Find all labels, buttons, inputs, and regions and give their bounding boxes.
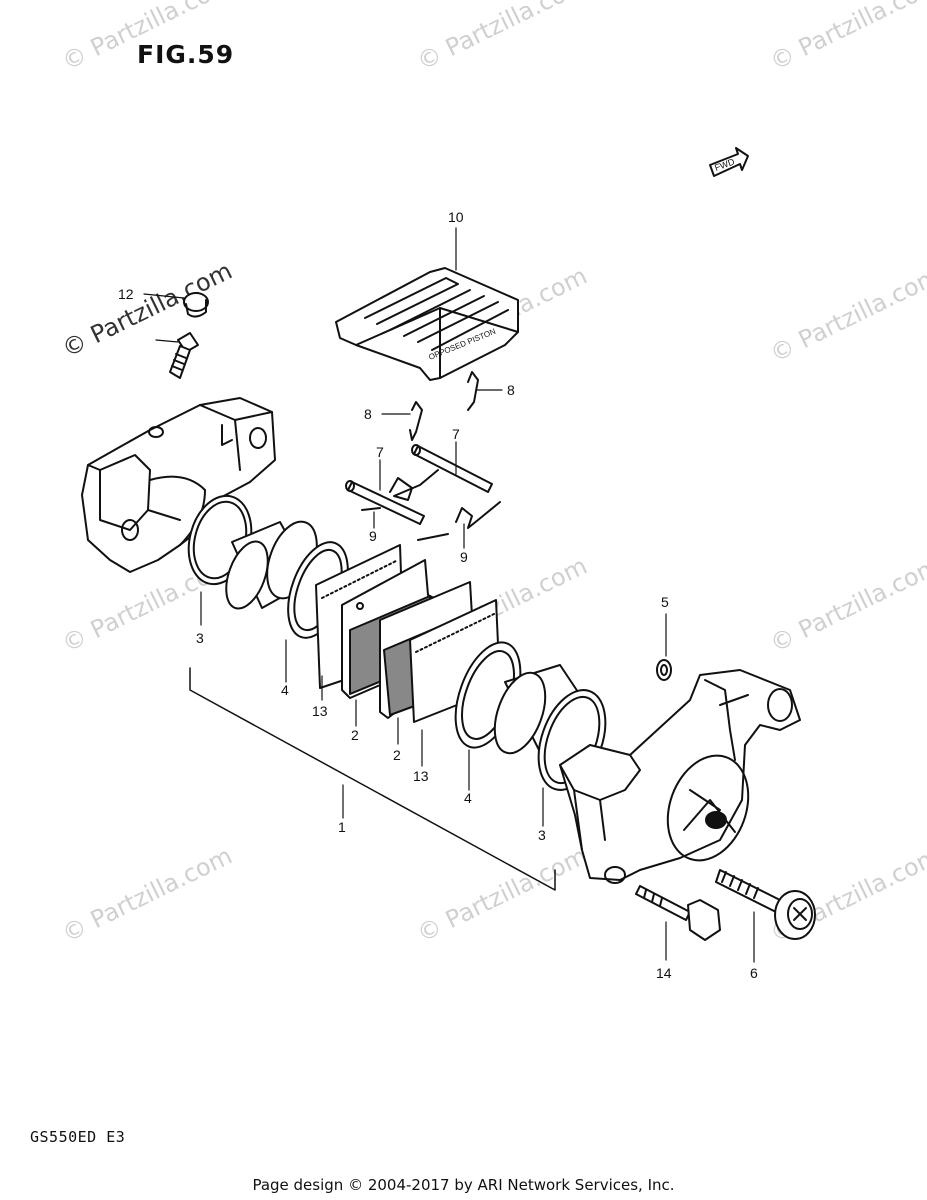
callout-2-left: 2 <box>351 727 359 743</box>
callout-1: 1 <box>338 819 346 835</box>
page-footer: Page design © 2004-2017 by ARI Network S… <box>252 1176 675 1194</box>
callout-9-left: 9 <box>369 528 377 544</box>
piston-part-4-right <box>454 641 599 755</box>
callout-3-left: 3 <box>196 630 204 646</box>
callout-13-left: 13 <box>312 703 328 719</box>
caliper-left-half <box>81 397 276 573</box>
callout-6: 6 <box>750 965 758 981</box>
caliper-right-half <box>559 669 801 884</box>
callout-7-right: 7 <box>452 426 460 442</box>
figure-title: FIG.59 <box>137 40 235 69</box>
model-code: GS550ED E3 <box>30 1128 126 1146</box>
callout-7-left: 7 <box>376 444 384 460</box>
bolt-part-6 <box>715 869 816 940</box>
callout-10: 10 <box>448 209 464 225</box>
callout-8-right: 8 <box>507 382 515 398</box>
callout-8-left: 8 <box>364 406 372 422</box>
callout-12: 12 <box>118 286 134 302</box>
clip-part-8-left <box>409 401 423 441</box>
callout-2-right: 2 <box>393 747 401 763</box>
callout-3-right: 3 <box>538 827 546 843</box>
callout-9-right: 9 <box>460 549 468 565</box>
pad-spring-part-9-right <box>417 501 501 541</box>
clip-part-8-right <box>467 371 479 411</box>
fwd-arrow-icon: FWD <box>709 147 749 177</box>
bolt-part-14 <box>635 885 721 941</box>
callout-4-left: 4 <box>281 682 289 698</box>
callout-4-right: 4 <box>464 790 472 806</box>
callout-5: 5 <box>661 594 669 610</box>
pad-pin-part-7-lower <box>345 480 425 525</box>
callout-14: 14 <box>656 965 672 981</box>
pad-spring-part-10: OPPOSED PISTON <box>335 267 519 381</box>
washer-part-5 <box>656 659 672 681</box>
assembly-bracket-part-1 <box>189 667 556 891</box>
pad-spring-part-9-left <box>361 469 439 511</box>
bleeder-valve-part-12 <box>169 292 209 379</box>
callout-13-right: 13 <box>413 768 429 784</box>
pad-pin-part-7-upper <box>411 444 493 493</box>
callout-labels: 10 12 8 8 7 7 9 9 3 4 13 2 2 13 4 3 5 1 … <box>118 209 758 981</box>
leader-lines <box>143 227 755 963</box>
